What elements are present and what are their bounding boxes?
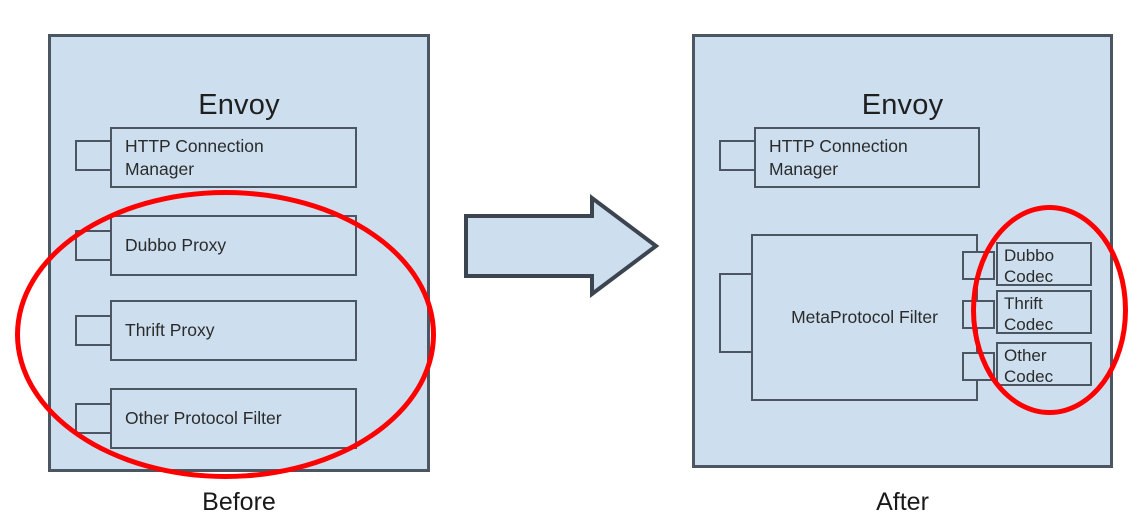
codec-label: Other Codec	[1004, 346, 1054, 386]
filter-box-http-connection-manager-before[interactable]: HTTP Connection Manager	[110, 127, 357, 188]
filter-connector-tab-thrift-before	[75, 315, 112, 346]
codec-box-thrift[interactable]: Thrift Codec	[996, 290, 1092, 334]
codec-box-other[interactable]: Other Codec	[996, 342, 1092, 386]
filter-connector-tab-other-before	[75, 403, 112, 434]
caption-before: Before	[202, 488, 276, 516]
envoy-title-before: Envoy	[198, 89, 280, 121]
filter-box-other-protocol-filter-before[interactable]: Other Protocol Filter	[110, 388, 357, 449]
filter-box-thrift-proxy-before[interactable]: Thrift Proxy	[110, 300, 357, 361]
filter-box-metaprotocol-filter-after[interactable]: MetaProtocol Filter	[751, 234, 978, 401]
filter-label: MetaProtocol Filter	[791, 307, 938, 327]
codec-label: Thrift Codec	[1004, 294, 1054, 334]
right-arrow-icon	[464, 194, 660, 298]
filter-box-dubbo-proxy-before[interactable]: Dubbo Proxy	[110, 215, 357, 276]
codec-box-dubbo[interactable]: Dubbo Codec	[996, 242, 1092, 286]
codec-connector-tab-dubbo	[962, 251, 995, 280]
filter-label: HTTP Connection Manager	[769, 135, 908, 179]
envoy-title-after: Envoy	[861, 89, 944, 121]
filter-label: Other Protocol Filter	[125, 408, 282, 428]
filter-connector-tab-metaprotocol-after	[719, 273, 753, 353]
codec-connector-tab-other	[962, 352, 995, 381]
filter-connector-tab-dubbo-before	[75, 230, 112, 261]
codec-label: Dubbo Codec	[1004, 246, 1055, 286]
filter-label: Thrift Proxy	[125, 320, 215, 340]
filter-box-http-connection-manager-after[interactable]: HTTP Connection Manager	[754, 127, 980, 188]
codec-connector-tab-thrift	[962, 300, 995, 329]
filter-label: HTTP Connection Manager	[125, 135, 264, 179]
filter-label: Dubbo Proxy	[125, 235, 227, 255]
filter-connector-tab-http-before	[75, 140, 112, 171]
caption-after: After	[876, 488, 929, 516]
filter-connector-tab-http-after	[719, 140, 756, 171]
